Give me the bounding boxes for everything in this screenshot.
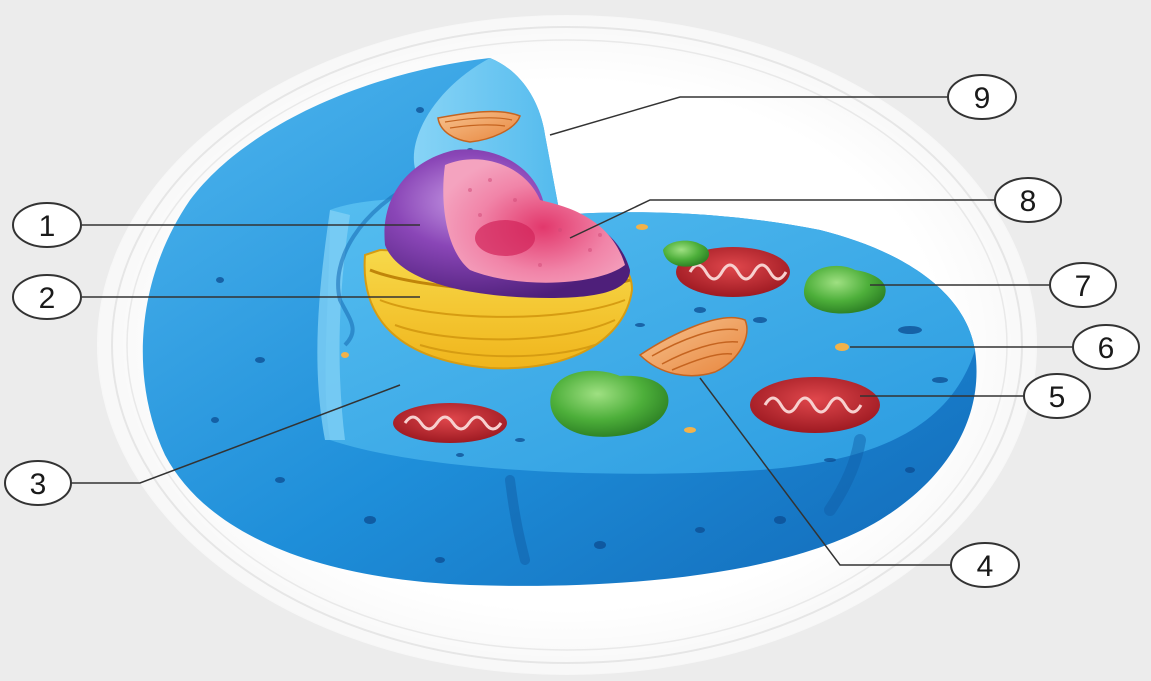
callout-3: 3	[5, 461, 71, 505]
callout-7: 7	[1050, 263, 1116, 307]
callout-number-4: 4	[977, 550, 994, 583]
callout-number-6: 6	[1098, 332, 1115, 365]
mitochondrion-left	[393, 403, 507, 443]
callout-6: 6	[1073, 325, 1139, 369]
callout-2: 2	[13, 275, 81, 319]
callout-number-8: 8	[1020, 185, 1037, 218]
callout-number-5: 5	[1049, 381, 1066, 414]
callout-number-3: 3	[30, 468, 47, 501]
callout-9: 9	[948, 75, 1016, 119]
callout-number-9: 9	[974, 82, 991, 115]
callout-number-7: 7	[1075, 270, 1092, 303]
callout-number-1: 1	[39, 210, 56, 243]
callout-1: 1	[13, 203, 81, 247]
callout-4: 4	[951, 543, 1019, 587]
callout-8: 8	[995, 178, 1061, 222]
callout-5: 5	[1024, 374, 1090, 418]
mitochondrion-right	[750, 377, 880, 433]
callout-number-2: 2	[39, 282, 56, 315]
